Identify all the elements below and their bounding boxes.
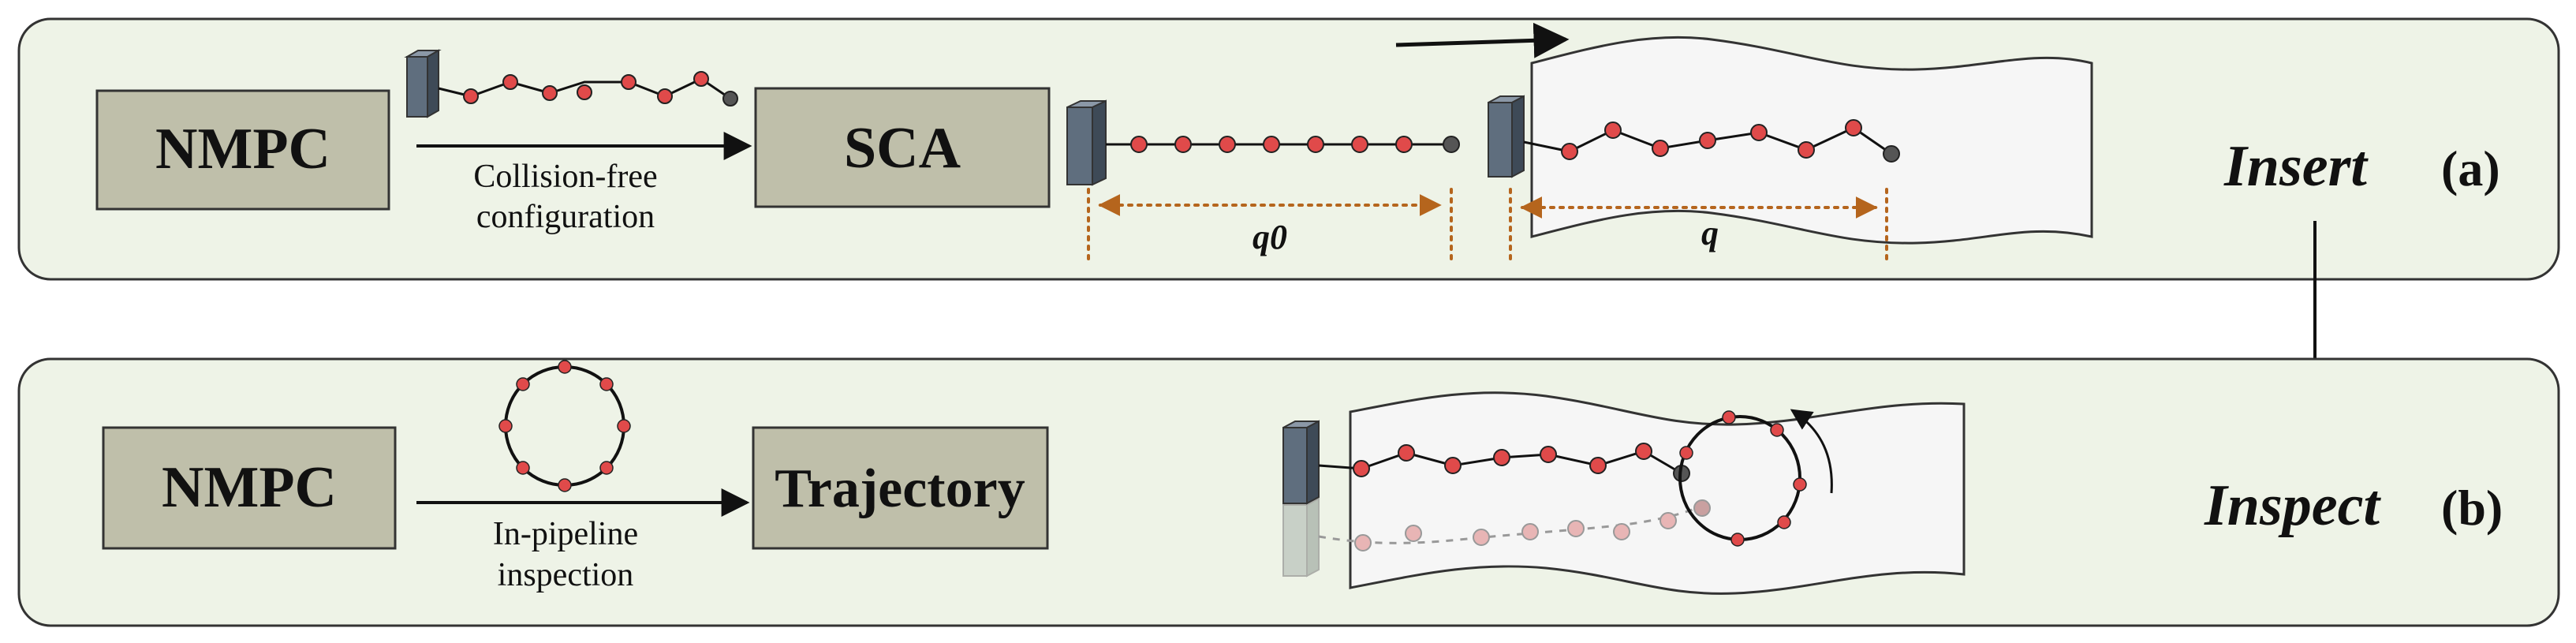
panel-insert: NMPC SCA Collision-free configuration xyxy=(17,17,2560,281)
nmpc-label-a: NMPC xyxy=(155,117,330,181)
edge-label-a-line2: configuration xyxy=(476,199,655,235)
nmpc-box-b: NMPC xyxy=(102,426,397,550)
trajectory-box: Trajectory xyxy=(752,426,1049,550)
robot-in-pipe-q xyxy=(1488,95,1900,178)
q0-measure: q0 xyxy=(1087,188,1453,262)
inspection-loop-icon xyxy=(498,360,631,492)
pipe-sheet-a xyxy=(1530,36,2093,245)
nmpc-box-a: NMPC xyxy=(95,89,390,211)
nmpc-label-b: NMPC xyxy=(162,455,337,520)
tag-b-label: (b) xyxy=(2441,480,2503,536)
edge-label-b-line2: inspection xyxy=(498,557,634,593)
sca-label: SCA xyxy=(844,116,961,181)
edge-label-a-line1: Collision-free xyxy=(473,159,657,195)
panel-inspect: NMPC Trajectory In-pipeline inspection xyxy=(17,357,2560,627)
edge-label-b-line1: In-pipeline xyxy=(493,516,638,552)
q0-label: q0 xyxy=(1253,218,1287,256)
robot-straight-q0 xyxy=(1066,99,1460,186)
robot-ghost-base xyxy=(1282,497,1320,578)
robot-base-b xyxy=(1282,420,1320,505)
inspection-loop-in-pipe xyxy=(1678,409,1833,547)
phase-insert-label: Insert xyxy=(2223,134,2369,199)
q-measure: q xyxy=(1509,188,1888,262)
insert-motion-arrow xyxy=(1395,22,1570,58)
tag-a-label: (a) xyxy=(2441,140,2500,196)
phase-inspect-label: Inspect xyxy=(2204,473,2381,538)
sca-box: SCA xyxy=(754,87,1051,208)
trajectory-label: Trajectory xyxy=(775,458,1025,519)
q-label: q xyxy=(1701,214,1719,252)
robot-small-above-arrow xyxy=(404,49,738,118)
robot-ghost-chain xyxy=(1318,499,1711,551)
pipe-sheet-b xyxy=(1349,391,1966,595)
